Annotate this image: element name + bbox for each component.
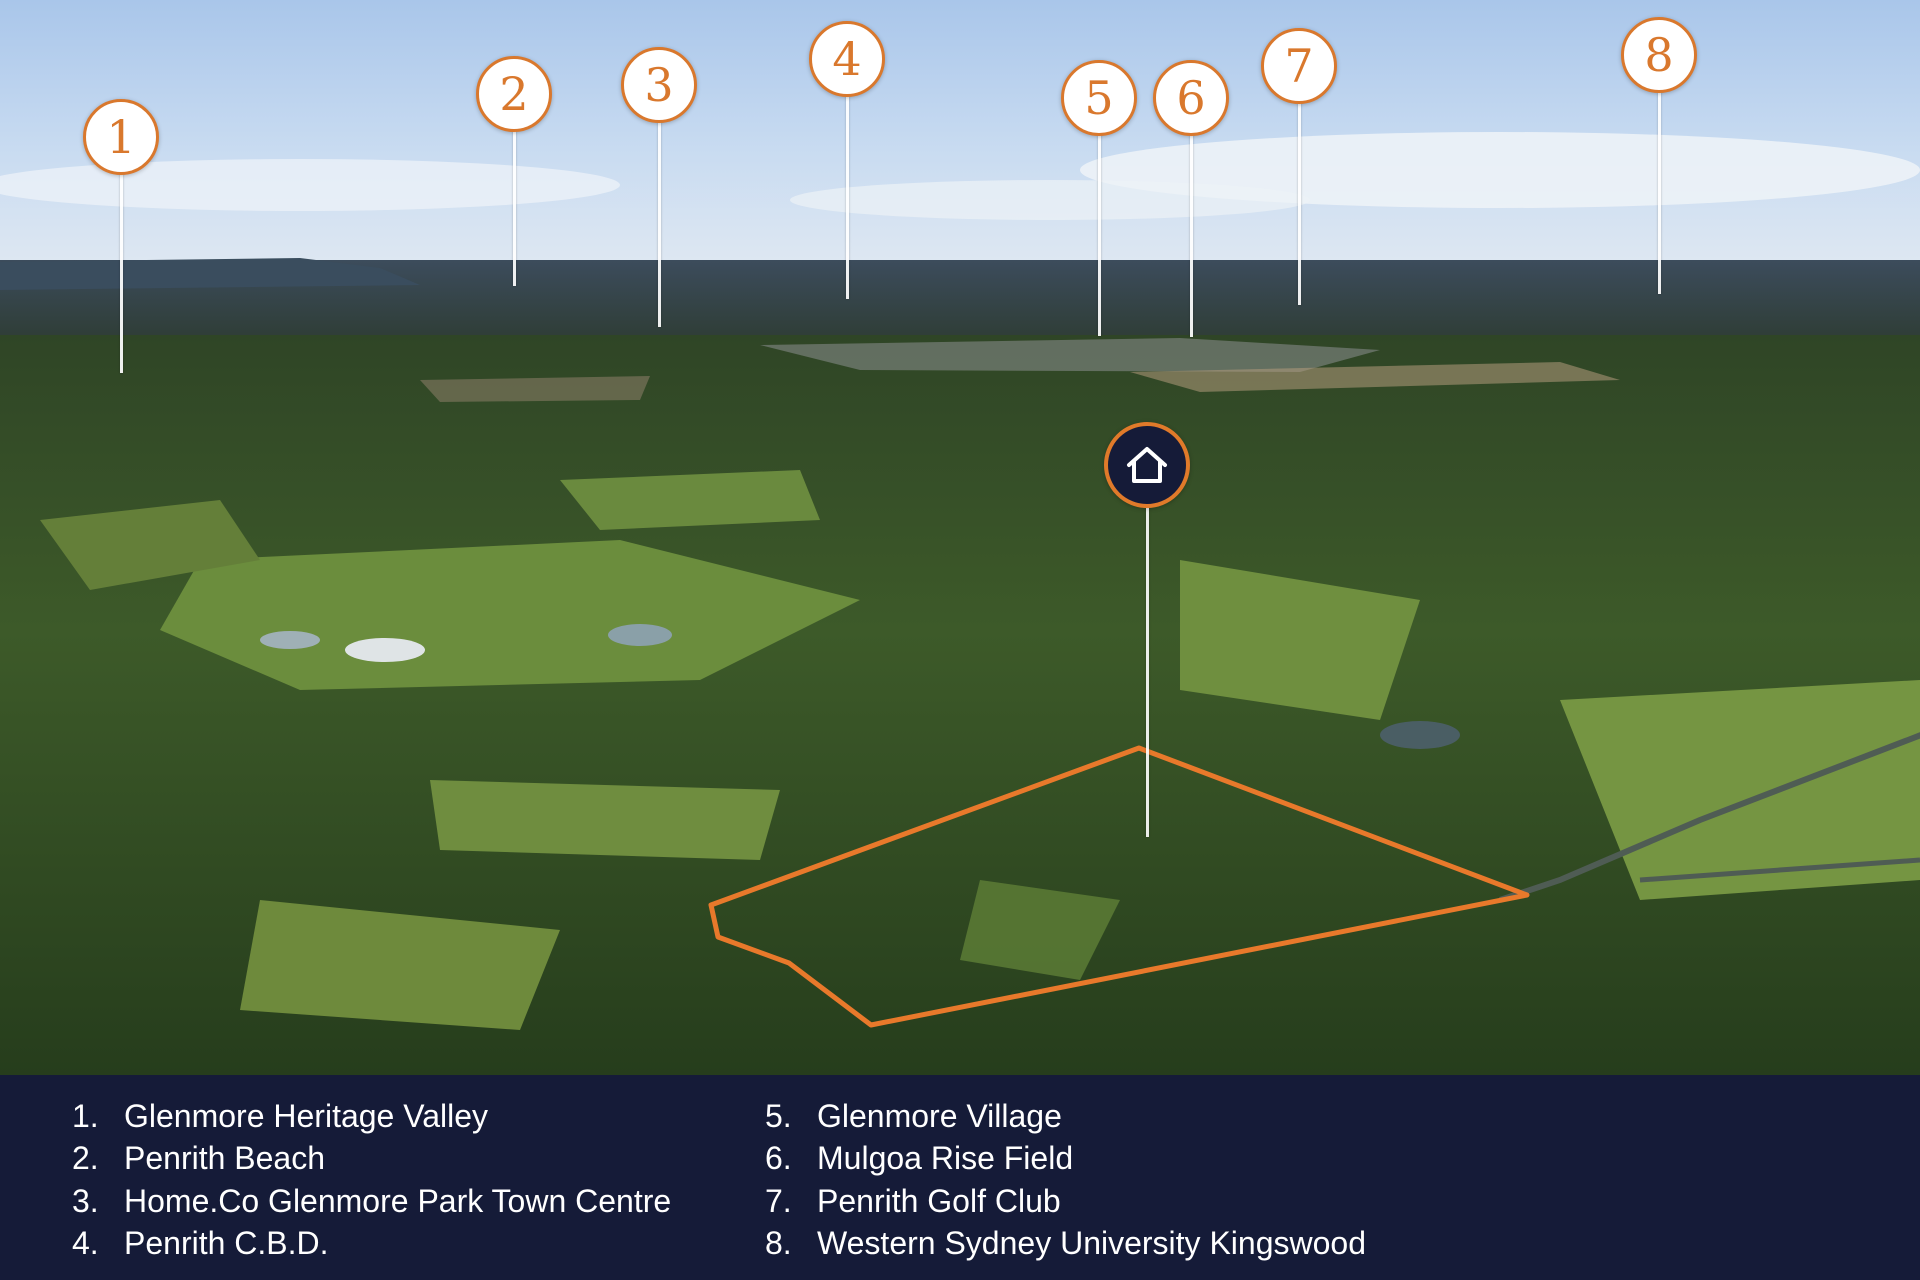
legend-item-4: 4. Penrith C.B.D. <box>72 1223 671 1266</box>
house-icon-glyph <box>1127 447 1167 483</box>
legend-item-5: 5. Glenmore Village <box>765 1095 1366 1138</box>
legend-item-number: 5. <box>765 1097 792 1134</box>
legend-item-1: 1. Glenmore Heritage Valley <box>72 1095 671 1138</box>
legend-item-number: 6. <box>765 1140 792 1177</box>
legend-item-text: Glenmore Village <box>817 1097 1062 1134</box>
legend-item-7: 7. Penrith Golf Club <box>765 1180 1366 1223</box>
marker-badge: 2 <box>476 56 552 132</box>
marker-line <box>1297 66 1301 305</box>
house-icon <box>1104 422 1190 508</box>
legend-item-number: 4. <box>72 1225 99 1262</box>
marker-line <box>512 94 516 286</box>
marker-badge: 1 <box>83 99 159 175</box>
legend-column-left: 1. Glenmore Heritage Valley 2. Penrith B… <box>72 1095 671 1265</box>
marker-badge: 4 <box>809 21 885 97</box>
legend-item-text: Western Sydney University Kingswood <box>817 1225 1366 1262</box>
legend-item-number: 1. <box>72 1097 99 1134</box>
legend-column-right: 5. Glenmore Village 6. Mulgoa Rise Field… <box>765 1095 1366 1265</box>
legend-item-text: Mulgoa Rise Field <box>817 1140 1074 1177</box>
marker-badge: 3 <box>621 47 697 123</box>
marker-line <box>657 85 661 327</box>
marker-line <box>845 59 849 299</box>
legend-item-text: Glenmore Heritage Valley <box>124 1097 489 1134</box>
legend-item-number: 2. <box>72 1140 99 1177</box>
legend-item-text: Penrith Beach <box>124 1140 326 1177</box>
legend-item-text: Penrith Golf Club <box>817 1182 1061 1219</box>
home-marker-line <box>1145 465 1149 837</box>
legend-item-2: 2. Penrith Beach <box>72 1138 671 1181</box>
marker-line <box>119 137 123 373</box>
legend-item-number: 3. <box>72 1182 99 1219</box>
legend-item-text: Home.Co Glenmore Park Town Centre <box>124 1182 672 1219</box>
marker-badge: 8 <box>1621 17 1697 93</box>
legend-item-6: 6. Mulgoa Rise Field <box>765 1138 1366 1181</box>
marker-badge: 7 <box>1261 28 1337 104</box>
legend-item-text: Penrith C.B.D. <box>124 1225 329 1262</box>
aerial-landscape <box>0 0 1920 1075</box>
legend-panel: 1. Glenmore Heritage Valley 2. Penrith B… <box>0 1075 1920 1280</box>
property-boundary <box>708 745 1530 1028</box>
legend-item-number: 8. <box>765 1225 792 1262</box>
legend-item-number: 7. <box>765 1182 792 1219</box>
marker-badge: 5 <box>1061 60 1137 136</box>
marker-line <box>1189 98 1193 337</box>
marker-badge: 6 <box>1153 60 1229 136</box>
marker-line <box>1097 98 1101 336</box>
aerial-photo <box>0 0 1920 1075</box>
marker-line <box>1657 55 1661 294</box>
legend-item-8: 8. Western Sydney University Kingswood <box>765 1223 1366 1266</box>
legend-item-3: 3. Home.Co Glenmore Park Town Centre <box>72 1180 671 1223</box>
